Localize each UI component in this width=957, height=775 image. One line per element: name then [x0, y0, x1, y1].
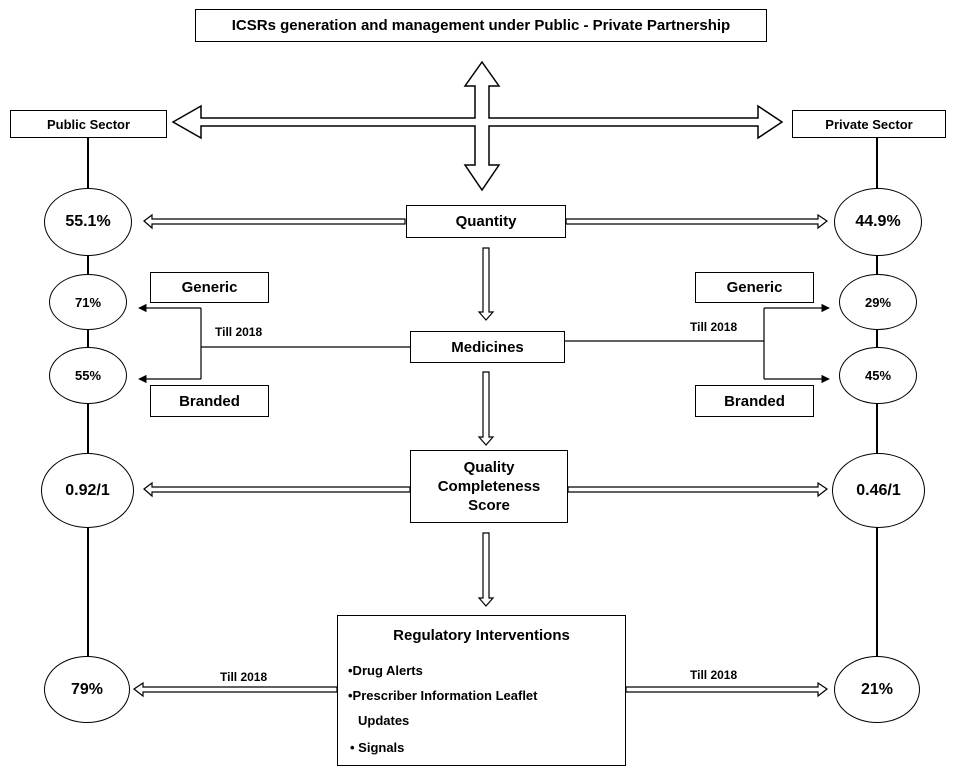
medicines-to-quality-arrow	[477, 371, 495, 446]
quantity-box: Quantity	[406, 205, 566, 238]
private-branded-circle: 45%	[839, 347, 917, 404]
generic-tag-left: Generic	[150, 272, 269, 303]
private-quantity-circle: 44.9%	[834, 188, 922, 256]
quality-line2: Completeness	[437, 478, 541, 495]
regulatory-item-signals: • Signals	[350, 740, 405, 755]
regulatory-arrow-right	[625, 681, 829, 698]
regulatory-title: Regulatory Interventions	[393, 627, 570, 644]
private-quality-circle: 0.46/1	[832, 453, 925, 528]
generic-tag-right: Generic	[695, 272, 814, 303]
branded-tag-right: Branded	[695, 385, 814, 417]
public-regulatory-circle: 79%	[44, 656, 130, 723]
till-2018-medicines-left: Till 2018	[215, 325, 263, 339]
quantity-to-medicines-arrow	[477, 247, 495, 321]
private-generic-circle: 29%	[839, 274, 917, 330]
regulatory-item-leaflet-updates: Updates	[358, 713, 410, 728]
medicines-box: Medicines	[410, 331, 565, 363]
quality-completeness-box: Quality Completeness Score	[410, 450, 568, 523]
quality-to-regulatory-arrow	[477, 532, 495, 607]
regulatory-interventions-box: Regulatory Interventions •Drug Alerts •P…	[337, 615, 626, 766]
quantity-arrow-right	[565, 213, 829, 230]
regulatory-item-drug-alerts: •Drug Alerts	[348, 663, 423, 678]
four-way-arrow	[171, 60, 784, 192]
quantity-arrow-left	[143, 213, 406, 230]
regulatory-item-leaflet: •Prescriber Information Leaflet	[348, 688, 538, 703]
diagram-title: ICSRs generation and management under Pu…	[195, 9, 767, 42]
till-2018-regulatory-left: Till 2018	[220, 670, 268, 684]
public-sector-box: Public Sector	[10, 110, 167, 138]
public-quality-circle: 0.92/1	[41, 453, 134, 528]
public-generic-circle: 71%	[49, 274, 127, 330]
branded-tag-left: Branded	[150, 385, 269, 417]
quality-arrow-left	[143, 481, 411, 498]
private-sector-box: Private Sector	[792, 110, 946, 138]
public-branded-circle: 55%	[49, 347, 127, 404]
till-2018-regulatory-right: Till 2018	[690, 668, 738, 682]
regulatory-arrow-left	[132, 681, 338, 698]
public-quantity-circle: 55.1%	[44, 188, 132, 256]
till-2018-medicines-right: Till 2018	[690, 320, 738, 334]
quality-arrow-right	[567, 481, 829, 498]
quality-line1: Quality	[463, 459, 515, 476]
quality-line3: Score	[468, 497, 510, 514]
private-regulatory-circle: 21%	[834, 656, 920, 723]
